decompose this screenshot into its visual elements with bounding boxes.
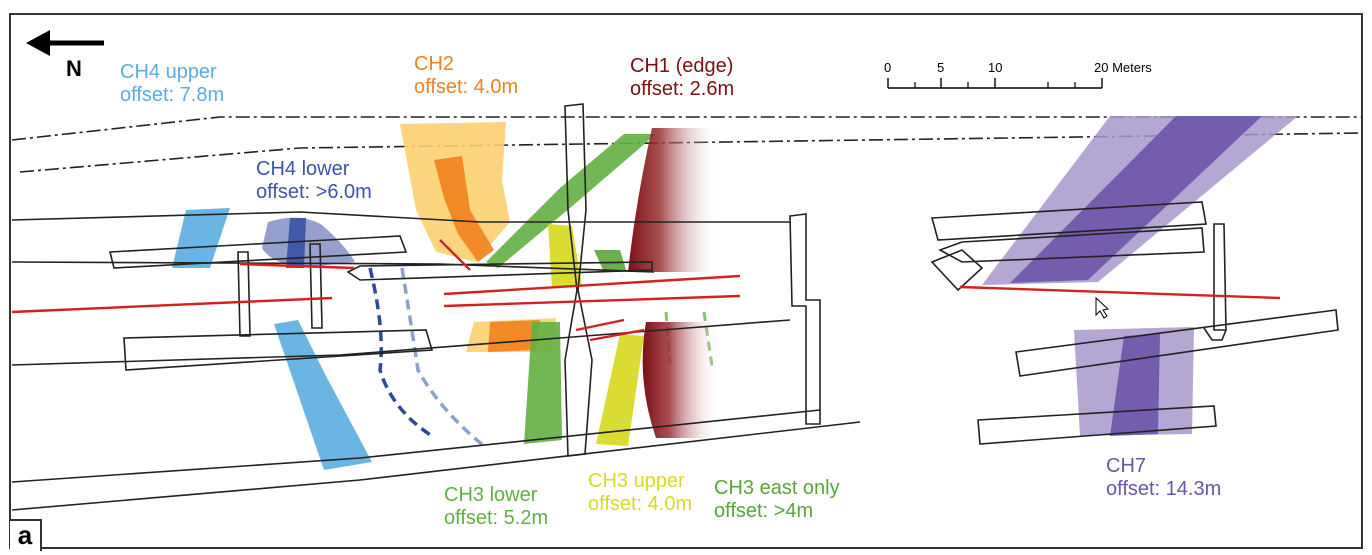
- ch3-lower-label: CH3 lower offset: 5.2m: [444, 484, 549, 529]
- ch2-label: CH2 offset: 4.0m: [414, 53, 519, 98]
- ch4-lower-label: CH4 lower offset: >6.0m: [256, 158, 372, 203]
- scale-tick-0: 0: [884, 60, 891, 75]
- ch1-label: CH1 (edge) offset: 2.6m: [630, 55, 735, 100]
- scale-bar: 0 5 10 20 Meters: [884, 60, 1152, 89]
- ch3-upper-label: CH3 upper offset: 4.0m: [588, 470, 693, 515]
- ch7-channel: [982, 116, 1298, 436]
- ch4-upper-label: CH4 upper offset: 7.8m: [120, 61, 225, 106]
- trench-outlines-right: [930, 201, 1339, 445]
- panel-letter: a: [10, 519, 42, 551]
- scale-tick-10: 10: [988, 60, 1002, 75]
- trench-outlines-left: [11, 103, 861, 511]
- boundary-line-upper: [11, 116, 1362, 141]
- scale-tick-20: 20 Meters: [1094, 60, 1152, 75]
- ch1-channel: [628, 128, 720, 438]
- ch3-lower-channel: [486, 134, 656, 444]
- ch2-channel: [400, 122, 556, 352]
- boundary-line-lower: [19, 132, 1363, 173]
- mouse-cursor-icon: [1095, 296, 1110, 319]
- scale-tick-5: 5: [937, 60, 944, 75]
- ch3-east-label: CH3 east only offset: >4m: [714, 477, 840, 522]
- ch4-upper-channel: [172, 208, 372, 470]
- north-label: N: [66, 56, 82, 81]
- figure-frame: [9, 13, 1363, 549]
- fault-lines: [11, 239, 1281, 342]
- north-arrow: N: [26, 30, 104, 81]
- ch7-label: CH7 offset: 14.3m: [1106, 455, 1222, 500]
